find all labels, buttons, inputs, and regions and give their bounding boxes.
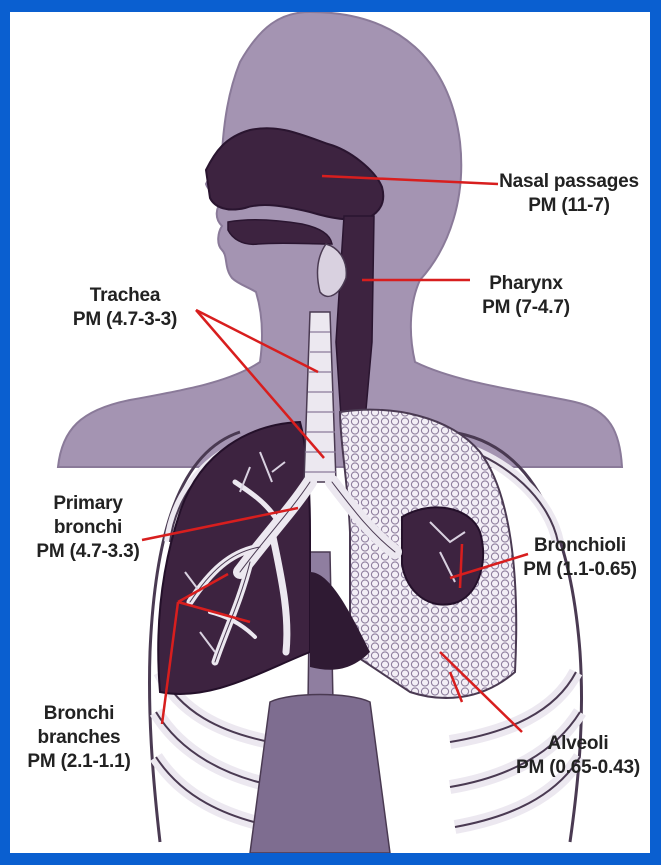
trachea-pm: PM (4.7-3-3) [46, 308, 204, 332]
bronchi-branches-pm: PM (2.1-1.1) [14, 750, 144, 774]
alveoli-pm: PM (0.65-0.43) [506, 756, 650, 780]
alveoli-name: Alveoli [506, 732, 650, 756]
trachea-tube [304, 312, 336, 482]
primary-bronchi-name-line2: bronchi [18, 516, 158, 540]
primary-bronchi-pm: PM (4.7-3.3) [18, 540, 158, 564]
primary-bronchi-name-line1: Primary [18, 492, 158, 516]
illustration-panel: Nasal passages PM (11-7) Pharynx PM (7-4… [10, 12, 650, 853]
primary-bronchi-label: Primary bronchi PM (4.7-3.3) [18, 492, 158, 564]
bronchioli-name: Bronchioli [510, 534, 650, 558]
bronchi-branches-name-line1: Bronchi [14, 702, 144, 726]
bronchioli-pm: PM (1.1-0.65) [510, 558, 650, 582]
nasal-passages-pm: PM (11-7) [490, 194, 648, 218]
pharynx-pm: PM (7-4.7) [456, 296, 596, 320]
bronchioli-label: Bronchioli PM (1.1-0.65) [510, 534, 650, 582]
trachea-name: Trachea [46, 284, 204, 308]
alveoli-label: Alveoli PM (0.65-0.43) [506, 732, 650, 780]
abdomen-muscles [250, 695, 390, 854]
trachea-label: Trachea PM (4.7-3-3) [46, 284, 204, 332]
bronchi-branches-label: Bronchi branches PM (2.1-1.1) [14, 702, 144, 774]
nasal-passages-label: Nasal passages PM (11-7) [490, 170, 648, 218]
bronchi-branches-name-line2: branches [14, 726, 144, 750]
pharynx-label: Pharynx PM (7-4.7) [456, 272, 596, 320]
nasal-passages-name: Nasal passages [490, 170, 648, 194]
pharynx-name: Pharynx [456, 272, 596, 296]
